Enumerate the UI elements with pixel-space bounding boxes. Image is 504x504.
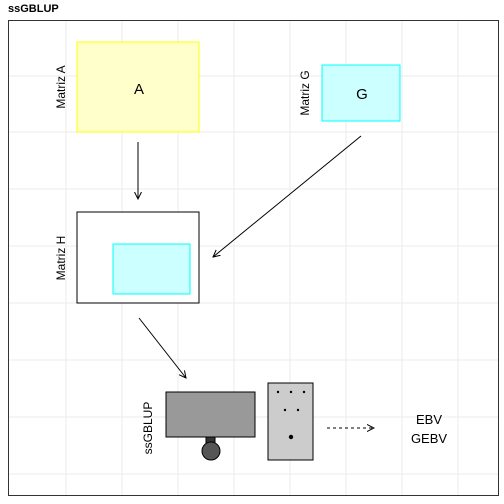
matrix-a-letter: A xyxy=(134,81,144,98)
matrix-h-genomic-block xyxy=(112,243,191,295)
matrix-g: G Matriz G xyxy=(298,64,401,122)
computer-icon: ssGBLUP xyxy=(141,382,314,461)
mouse-icon xyxy=(201,441,221,461)
arrow-h-to-computer xyxy=(138,317,186,378)
tower-icon xyxy=(267,382,314,461)
matrix-h-label: Matriz H xyxy=(54,236,68,281)
output-ebv: EBV xyxy=(416,412,442,427)
monitor-icon xyxy=(165,391,256,438)
matrix-a-box xyxy=(76,41,200,133)
arrow-g-to-h xyxy=(213,135,362,257)
matrix-a-label: Matriz A xyxy=(54,65,68,108)
matrix-g-label: Matriz G xyxy=(298,70,312,115)
matrix-g-letter: G xyxy=(356,86,368,103)
matrix-h: Matriz H xyxy=(54,211,200,304)
computer-label: ssGBLUP xyxy=(141,402,155,455)
tower-dots xyxy=(276,390,306,440)
matrix-g-box xyxy=(321,64,401,122)
matrix-a: A Matriz A xyxy=(54,41,200,133)
page-title: ssGBLUP xyxy=(8,3,59,15)
output-gebv: GEBV xyxy=(411,431,447,446)
